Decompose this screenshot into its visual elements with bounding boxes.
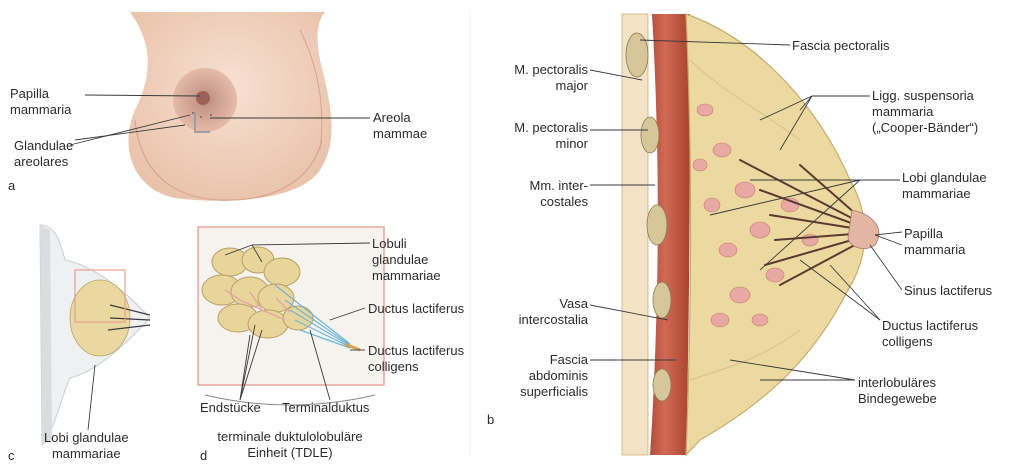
label-d-ductus: Ductus lactiferus bbox=[368, 301, 464, 317]
label-d-terminalduktus: Terminalduktus bbox=[282, 400, 369, 416]
label-d-endstuecke: Endstücke bbox=[200, 400, 261, 416]
panel-b-sagittal-section bbox=[622, 14, 879, 455]
panel-letter-d: d bbox=[200, 448, 207, 463]
papilla-shape bbox=[196, 91, 210, 105]
panel-letter-a: a bbox=[8, 178, 15, 193]
panel-c-breast-section bbox=[40, 225, 150, 445]
label-b-sinus: Sinus lactiferus bbox=[904, 283, 992, 299]
label-b-intercostales: Mm. inter-costales bbox=[484, 178, 588, 210]
panel-d-tdle-detail bbox=[198, 227, 384, 405]
label-b-fascia-pectoralis: Fascia pectoralis bbox=[792, 38, 890, 54]
panel-letter-b: b bbox=[487, 412, 494, 427]
panel-a-breast-surface bbox=[128, 12, 331, 201]
panel-letter-c: c bbox=[8, 448, 15, 463]
